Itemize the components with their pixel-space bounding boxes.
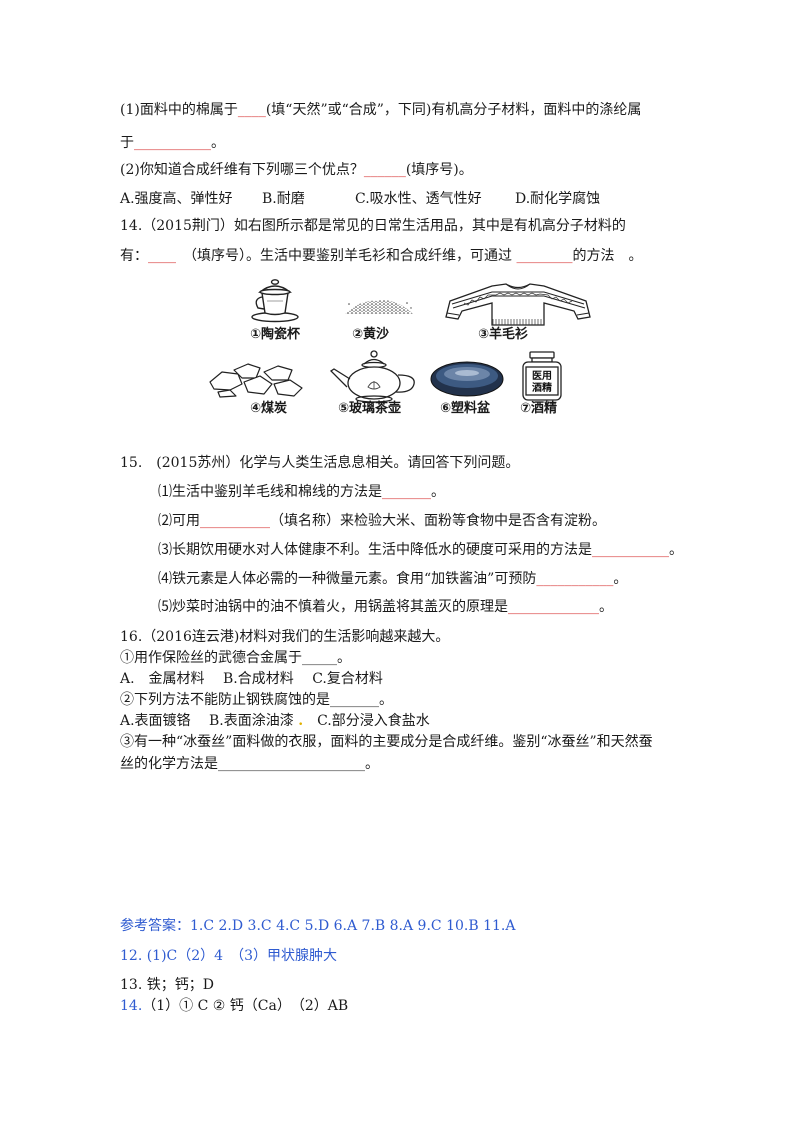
q15-part-3: ⑶长期饮用硬水对人体健康不利。生活中降低水的硬度可采用的方法是_________… [158, 541, 683, 559]
q14-stem-line2: 有：____ （填序号）。生活中要鉴别羊毛衫和合成纤维，可通过 ________… [120, 247, 642, 265]
q13-part1-text-c: 于 [120, 135, 134, 151]
answer-key-text: （1）① C ② 钙（Ca） （2）AB [142, 998, 349, 1014]
q16-part-1-options: A. 金属材料 B.合成材料 C.复合材料 [120, 671, 383, 687]
q13-option-a: A.强度高、弹性好 [120, 191, 233, 207]
q14-stem-line1: 14.（2015荆门）如右图所示都是常见的日常生活用品，其中是有机高分子材料的 [120, 217, 626, 235]
q16-part-2-options-a: A.表面镀铬 B.表面涂油漆 [120, 713, 299, 729]
figure-caption-coal: ④煤炭 [250, 401, 288, 416]
q15-part-1: ⑴生活中鉴别羊毛线和棉线的方法是_______。 [158, 483, 445, 501]
q13-option-c: C.吸水性、透气性好 [355, 191, 482, 207]
q16-part-3-line2: 丝的化学方法是_____________________。 [120, 756, 379, 772]
q13-part1-line1: (1)面料中的棉属于____(填“天然”或“合成”，下同)有机高分子材料，面料中… [120, 101, 641, 119]
q14-stem-d: 的方法 。 [572, 248, 643, 264]
answer-blank: ___________ [134, 135, 211, 151]
q16-part-1: ①用作保险丝的武德合金属于_____。 [120, 650, 351, 666]
answer-blank: ____ [237, 102, 266, 118]
answer-key-line1: 参考答案：1.C 2.D 3.C 4.C 5.D 6.A 7.B 8.A 9.C… [120, 918, 516, 934]
answer-key-number: 14. [120, 998, 143, 1014]
q13-option-d: D.耐化学腐蚀 [515, 191, 601, 207]
q14-stem-a: 14.（2015荆门）如右图所示都是常见的日常生活用品，其中是有机高分子材料的 [120, 218, 626, 234]
q16-part-2-options-b: C.部分浸入食盐水 [303, 713, 430, 729]
q13-part2-text-a: (2)你知道合成纤维有下列哪三个优点？ [120, 162, 364, 178]
q15-part-text: ⑷铁元素是人体必需的一种微量元素。食用“加铁酱油”可预防 [158, 571, 537, 587]
q15-part-text: （填名称）来检验大米、面粉等食物中是否含有淀粉。 [270, 513, 606, 529]
answer-key-line4: 14.（1）① C ② 钙（Ca） （2）AB [120, 997, 348, 1015]
q15-stem: 15. (2015苏州）化学与人类生活息息相关。请回答下列问题。 [120, 455, 520, 471]
answer-blank: ______ [363, 162, 406, 178]
q14-stem-b: 有： [120, 248, 148, 264]
bottle-label-line2: 酒精 [532, 381, 552, 394]
q15-part-text: 。 [431, 484, 445, 500]
q15-part-text: 。 [613, 571, 628, 587]
q13-part1-line2: 于___________。 [120, 134, 225, 152]
q15-part-text: ⑸炒菜时油锅中的油不慎着火，用锅盖将其盖灭的原理是 [158, 599, 508, 615]
coal-icon [209, 363, 303, 398]
answer-key-line2: 12. (1)C（2）4 （3）甲状腺肿大 [120, 948, 337, 964]
figure-caption-alcohol: ⑦酒精 [520, 401, 558, 416]
answer-key-line3: 13. 铁；钙；D [120, 977, 214, 993]
answer-blank: __________ [200, 513, 270, 529]
q13-part1-text-b: (填“天然”或“合成”，下同)有机高分子材料，面料中的涤纶属 [265, 102, 642, 118]
q15-part-text: ⑶长期饮用硬水对人体健康不利。生活中降低水的硬度可采用的方法是 [158, 542, 592, 558]
q16-part-2: ②下列方法不能防止钢铁腐蚀的是_______。 [120, 692, 393, 708]
q13-option-b: B.耐磨 [262, 191, 305, 207]
bottle-label-line1: 医用 [532, 370, 552, 382]
glass-teapot-icon [329, 350, 415, 403]
q15-part-4: ⑷铁元素是人体必需的一种微量元素。食用“加铁酱油”可预防___________。 [158, 570, 627, 588]
figure-caption-sweater: ③羊毛衫 [478, 327, 529, 342]
q16-part-3-line1: ③有一种“冰蚕丝”面料做的衣服，面料的主要成分是合成纤维。鉴别“冰蚕丝”和天然蚕 [120, 734, 653, 750]
q14-stem-c: （填序号）。生活中要鉴别羊毛衫和合成纤维，可通过 [176, 248, 517, 264]
answer-blank: _______ [382, 484, 431, 500]
figure-caption-plastic-basin: ⑥塑料盆 [440, 401, 491, 416]
answer-blank: ____ [148, 248, 176, 264]
figure-caption-ceramic-cup: ①陶瓷杯 [250, 327, 301, 342]
plastic-basin-icon [430, 361, 504, 397]
q15-part-text: ⑵可用 [158, 513, 200, 529]
q13-options-line: A.强度高、弹性好 B.耐磨 C.吸水性、透气性好 D.耐化学腐蚀 [0, 190, 800, 208]
q15-part-text: 。 [669, 542, 683, 558]
figure-caption-glass-teapot: ⑤玻璃茶壶 [338, 401, 402, 416]
q13-part1-text-a: (1)面料中的棉属于 [120, 102, 238, 118]
q13-part2-text-b: (填序号)。 [405, 162, 473, 178]
answer-blank: ________ [516, 248, 573, 264]
ceramic-cup-icon [251, 279, 299, 323]
answer-blank: _____________ [508, 599, 599, 615]
figure-caption-sand: ②黄沙 [352, 327, 390, 342]
q15-part-2: ⑵可用__________（填名称）来检验大米、面粉等食物中是否含有淀粉。 [158, 512, 606, 530]
q15-part-text: ⑴生活中鉴别羊毛线和棉线的方法是 [158, 484, 382, 500]
q13-part2-line: (2)你知道合成纤维有下列哪三个优点？______(填序号)。 [120, 161, 473, 179]
sand-icon [345, 300, 413, 314]
q16-stem: 16.（2016连云港)材料对我们的生活影响越来越大。 [120, 629, 450, 645]
q15-part-text: 。 [599, 599, 613, 615]
answer-blank: ___________ [592, 542, 669, 558]
q13-part1-text-d: 。 [211, 135, 225, 151]
answer-blank: ___________ [536, 571, 614, 587]
q15-part-5: ⑸炒菜时油锅中的油不慎着火，用锅盖将其盖灭的原理是_____________。 [158, 598, 613, 616]
sweater-icon [445, 283, 591, 326]
q16-part-2-options: A.表面镀铬 B.表面涂油漆 . C.部分浸入食盐水 [120, 712, 430, 730]
stray-dot: . [298, 713, 304, 729]
alcohol-bottle-icon: 医用 酒精 [522, 351, 562, 401]
